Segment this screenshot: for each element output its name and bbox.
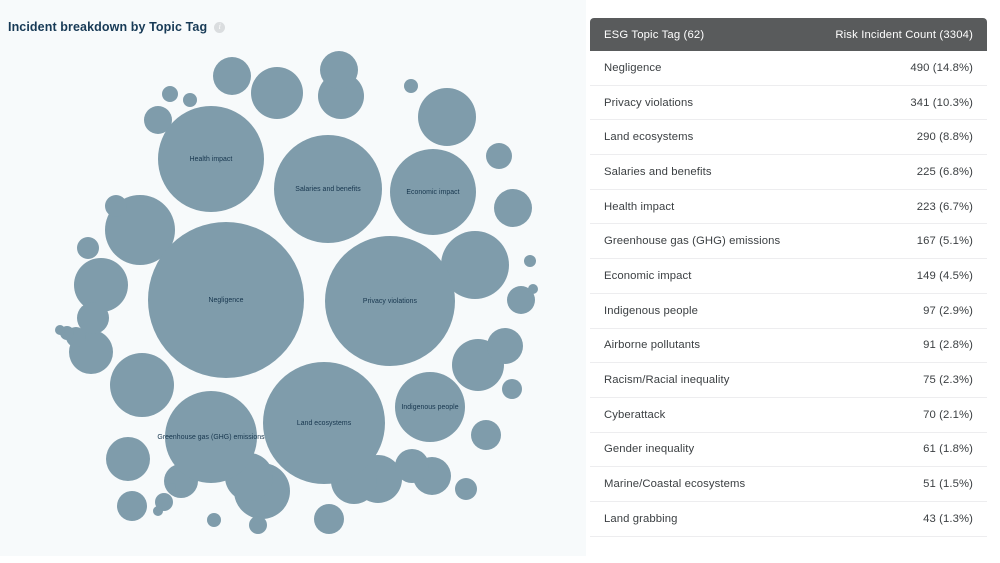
cell-topic-tag: Gender inequality bbox=[604, 443, 695, 456]
cell-incident-count: 91 (2.8%) bbox=[923, 339, 973, 352]
cell-incident-count: 490 (14.8%) bbox=[910, 61, 973, 74]
column-header-incident-count[interactable]: Risk Incident Count (3304) bbox=[835, 28, 973, 41]
table-row[interactable]: Airborne pollutants 91 (2.8%) bbox=[590, 328, 987, 364]
cell-incident-count: 167 (5.1%) bbox=[916, 235, 973, 248]
bubble-unlabelled[interactable] bbox=[207, 513, 221, 527]
bubble-unlabelled[interactable] bbox=[110, 353, 174, 417]
cell-topic-tag: Airborne pollutants bbox=[604, 339, 701, 352]
topic-tag-table-panel: ESG Topic Tag (62) Risk Incident Count (… bbox=[586, 0, 1000, 563]
table-row[interactable]: Greenhouse gas (GHG) emissions 167 (5.1%) bbox=[590, 224, 987, 260]
bubble-economic-impact[interactable]: Economic impact bbox=[390, 149, 476, 235]
bubble-unlabelled[interactable] bbox=[106, 437, 150, 481]
cell-topic-tag: Health impact bbox=[604, 200, 675, 213]
cell-incident-count: 225 (6.8%) bbox=[916, 165, 973, 178]
bubble-label: Salaries and benefits bbox=[295, 185, 361, 193]
bubble-unlabelled[interactable] bbox=[168, 483, 176, 491]
cell-topic-tag: Negligence bbox=[604, 61, 662, 74]
info-icon[interactable]: i bbox=[214, 21, 226, 33]
bubble-unlabelled[interactable] bbox=[105, 195, 127, 217]
cell-incident-count: 290 (8.8%) bbox=[916, 131, 973, 144]
table-row[interactable]: Economic impact 149 (4.5%) bbox=[590, 259, 987, 294]
bubble-unlabelled[interactable] bbox=[251, 67, 303, 119]
table-row[interactable]: Land ecosystems 290 (8.8%) bbox=[590, 120, 987, 156]
bubble-unlabelled[interactable] bbox=[213, 57, 251, 95]
table-body: Negligence 490 (14.8%) Privacy violations 3… bbox=[590, 51, 987, 537]
bubble-label: Greenhouse gas (GHG) emissions bbox=[157, 433, 265, 441]
cell-topic-tag: Economic impact bbox=[604, 269, 692, 282]
bubble-unlabelled[interactable] bbox=[455, 478, 477, 500]
cell-incident-count: 97 (2.9%) bbox=[923, 304, 973, 317]
cell-topic-tag: Indigenous people bbox=[604, 304, 699, 317]
table-row[interactable]: Health impact 223 (6.7%) bbox=[590, 189, 987, 225]
bubble-unlabelled[interactable] bbox=[74, 258, 128, 312]
bubble-unlabelled[interactable] bbox=[55, 325, 65, 335]
bubble-label: Health impact bbox=[189, 155, 233, 163]
bubble-label: Land ecosystems bbox=[296, 419, 352, 427]
cell-topic-tag: Privacy violations bbox=[604, 96, 694, 109]
bubble-unlabelled[interactable] bbox=[153, 506, 163, 516]
table-row[interactable]: Gender inequality 61 (1.8%) bbox=[590, 432, 987, 468]
bubble-label: Negligence bbox=[208, 296, 244, 304]
cell-topic-tag: Land ecosystems bbox=[604, 131, 694, 144]
column-header-topic-tag[interactable]: ESG Topic Tag (62) bbox=[604, 28, 705, 41]
table-row[interactable]: Negligence 490 (14.8%) bbox=[590, 51, 987, 86]
bubble-unlabelled[interactable] bbox=[77, 237, 99, 259]
bubble-label: Economic impact bbox=[406, 188, 460, 196]
bubble-unlabelled[interactable] bbox=[418, 88, 476, 146]
cell-incident-count: 61 (1.8%) bbox=[923, 443, 973, 456]
bubble-land-ecosystems[interactable]: Land ecosystems bbox=[263, 362, 385, 484]
cell-incident-count: 149 (4.5%) bbox=[916, 269, 973, 282]
bubble-unlabelled[interactable] bbox=[183, 93, 197, 107]
table-row[interactable]: Land grabbing 43 (1.3%) bbox=[590, 501, 987, 537]
bubble-unlabelled[interactable] bbox=[314, 504, 344, 534]
cell-incident-count: 43 (1.3%) bbox=[923, 512, 973, 525]
cell-incident-count: 75 (2.3%) bbox=[923, 374, 973, 387]
bubble-unlabelled[interactable] bbox=[320, 51, 358, 89]
cell-incident-count: 341 (10.3%) bbox=[910, 96, 973, 109]
table-row[interactable]: Indigenous people 97 (2.9%) bbox=[590, 293, 987, 329]
table-row[interactable]: Racism/Racial inequality 75 (2.3%) bbox=[590, 363, 987, 398]
table-header-row: ESG Topic Tag (62) Risk Incident Count (… bbox=[590, 18, 987, 51]
cell-topic-tag: Salaries and benefits bbox=[604, 165, 712, 178]
bubble-unlabelled[interactable] bbox=[524, 255, 536, 267]
bubble-unlabelled[interactable] bbox=[249, 516, 267, 534]
topic-tag-table: ESG Topic Tag (62) Risk Incident Count (… bbox=[590, 18, 987, 537]
panel-header: Incident breakdown by Topic Tag i bbox=[8, 20, 226, 34]
cell-topic-tag: Marine/Coastal ecosystems bbox=[604, 478, 746, 491]
bubble-unlabelled[interactable] bbox=[395, 449, 429, 483]
bubble-unlabelled[interactable] bbox=[487, 328, 523, 364]
bubble-unlabelled[interactable] bbox=[494, 189, 532, 227]
table-row[interactable]: Marine/Coastal ecosystems 51 (1.5%) bbox=[590, 467, 987, 502]
bubble-unlabelled[interactable] bbox=[471, 420, 501, 450]
bubble-greenhouse-gas-ghg-emissions[interactable]: Greenhouse gas (GHG) emissions bbox=[157, 391, 265, 483]
bubble-chart-panel: Incident breakdown by Topic Tag i Neglig… bbox=[8, 20, 538, 534]
bubble-salaries-and-benefits[interactable]: Salaries and benefits bbox=[274, 135, 382, 243]
bubble-unlabelled[interactable] bbox=[162, 86, 178, 102]
bubble-unlabelled[interactable] bbox=[117, 491, 147, 521]
bubble-negligence[interactable]: Negligence bbox=[148, 222, 304, 378]
bubble-unlabelled[interactable] bbox=[528, 284, 538, 294]
bubble-health-impact[interactable]: Health impact bbox=[158, 106, 264, 212]
cell-topic-tag: Cyberattack bbox=[604, 408, 666, 421]
bubble-label: Indigenous people bbox=[401, 403, 459, 411]
bubble-unlabelled[interactable] bbox=[502, 379, 522, 399]
bubble-indigenous-people[interactable]: Indigenous people bbox=[395, 372, 465, 442]
cell-incident-count: 51 (1.5%) bbox=[923, 478, 973, 491]
cell-topic-tag: Greenhouse gas (GHG) emissions bbox=[604, 235, 781, 248]
cell-topic-tag: Racism/Racial inequality bbox=[604, 374, 730, 387]
bubble-privacy-violations[interactable]: Privacy violations bbox=[325, 236, 455, 366]
bubble-unlabelled[interactable] bbox=[486, 143, 512, 169]
bubble-unlabelled[interactable] bbox=[404, 79, 418, 93]
table-row[interactable]: Privacy violations 341 (10.3%) bbox=[590, 85, 987, 121]
cell-topic-tag: Land grabbing bbox=[604, 512, 678, 525]
cell-incident-count: 70 (2.1%) bbox=[923, 408, 973, 421]
table-row[interactable]: Cyberattack 70 (2.1%) bbox=[590, 397, 987, 433]
cell-incident-count: 223 (6.7%) bbox=[916, 200, 973, 213]
table-row[interactable]: Salaries and benefits 225 (6.8%) bbox=[590, 155, 987, 190]
page-title: Incident breakdown by Topic Tag bbox=[8, 20, 208, 34]
bubble-label: Privacy violations bbox=[362, 297, 418, 305]
